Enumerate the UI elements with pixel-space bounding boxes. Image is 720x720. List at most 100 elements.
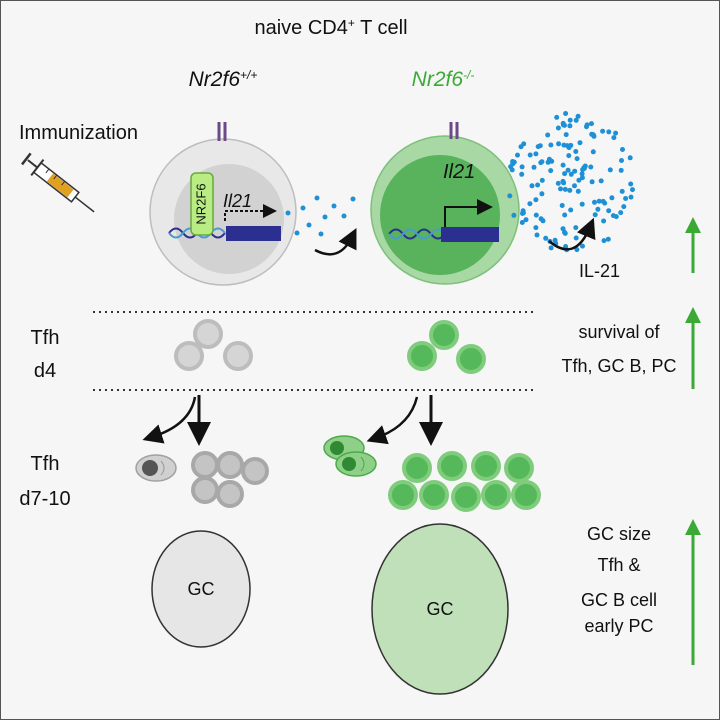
increase-arrow-icon	[685, 519, 701, 665]
il21-dot	[574, 156, 580, 162]
il21-dot	[545, 132, 551, 138]
il21-dot	[534, 232, 540, 238]
il21-dot	[521, 141, 527, 147]
il21-dot	[523, 217, 529, 223]
il21-dot	[618, 210, 624, 216]
il21-dot	[609, 195, 615, 201]
il21-dot	[623, 196, 629, 201]
il21-dot	[589, 230, 595, 236]
il21-dot	[588, 164, 594, 170]
ko-germinal-center: GC	[371, 523, 509, 695]
ko-pc-arrow	[366, 396, 419, 445]
il21-dot	[580, 243, 585, 249]
il21-dot	[592, 199, 597, 205]
syringe-icon	[21, 152, 95, 213]
il21-dot	[592, 212, 598, 218]
ko-transcription-arrow	[444, 199, 493, 227]
il21-dot	[531, 164, 537, 170]
il21-dot	[576, 177, 582, 183]
il21-dot	[611, 135, 617, 141]
il21-dot	[591, 133, 597, 139]
il21-dot	[529, 183, 535, 189]
il21-dot	[577, 140, 583, 146]
il21-dot	[619, 188, 625, 194]
il21-dot	[520, 208, 526, 214]
wt-germinal-center: GC	[151, 530, 251, 648]
cytokine-label: IL-21	[579, 261, 620, 281]
wt-transcription-arrow	[224, 204, 277, 221]
il21-dot	[568, 171, 574, 177]
il21-dot	[548, 245, 554, 251]
il21-dot	[527, 201, 533, 207]
il21-dot	[539, 177, 545, 183]
il21-dot	[535, 144, 541, 150]
wt-il21-gene-bar	[226, 226, 281, 241]
il21-dot	[566, 145, 572, 151]
il21-dot	[573, 117, 579, 123]
il21-dot	[598, 178, 604, 184]
il21-dot	[560, 122, 566, 128]
il21-dot	[628, 194, 634, 200]
il21-dot	[605, 236, 611, 242]
il21-dot	[562, 171, 568, 177]
il21-dot	[620, 147, 625, 152]
il21-dot	[628, 181, 634, 187]
genotype-wt-label: Nr2f6+/+	[189, 68, 258, 91]
il21-dot	[579, 201, 585, 207]
wt-gene-label: Il21	[223, 191, 252, 211]
genotype-ko-label: Nr2f6-/-	[412, 68, 475, 91]
il21-dot	[573, 235, 579, 241]
svg-text:GC: GC	[188, 579, 215, 599]
il21-dot	[575, 188, 581, 194]
il21-dot	[568, 207, 574, 213]
wt-il21-dots	[285, 195, 356, 237]
il21-dot	[533, 151, 539, 157]
il21-dot	[589, 121, 594, 127]
il21-dot	[575, 113, 581, 119]
il21-dot	[601, 218, 607, 224]
il21-dot	[519, 164, 525, 170]
il21-dot	[565, 167, 571, 173]
il21-dot	[596, 198, 602, 204]
ko-il21-gene-bar	[441, 227, 499, 242]
ko-autocrine-arrow	[548, 217, 596, 251]
il21-dot	[606, 208, 612, 214]
il21-dot	[539, 159, 545, 165]
il21-dot	[567, 117, 573, 123]
wt-plasma-cell	[135, 454, 177, 482]
wt-tfh-d710-cells	[191, 451, 269, 508]
il21-dot	[507, 193, 513, 199]
il21-dot	[548, 142, 554, 148]
il21-dot	[630, 187, 635, 193]
il21-dot	[558, 186, 563, 192]
il21-dot	[573, 225, 579, 231]
il21-dot	[579, 175, 585, 181]
svg-text:NR2F6: NR2F6	[193, 183, 208, 224]
il21-dot	[539, 191, 545, 197]
il21-dot	[519, 220, 525, 225]
il21-dot	[582, 163, 588, 169]
il21-dot	[584, 124, 589, 130]
ko-il21-dots	[507, 111, 635, 253]
il21-dot	[607, 167, 613, 173]
tcr-receptor-icon	[449, 122, 459, 139]
immunization-label: Immunization	[19, 122, 138, 144]
ko-gene-label: Il21	[443, 161, 475, 183]
il21-dot	[613, 130, 619, 136]
il21-dot	[554, 114, 560, 120]
il21-dot	[621, 204, 627, 210]
il21-dot	[601, 238, 607, 244]
il21-dot	[510, 159, 516, 164]
ko-naive-cell	[370, 122, 520, 285]
il21-dot	[533, 225, 539, 231]
il21-dot	[527, 152, 533, 158]
il21-dot	[589, 179, 595, 185]
il21-dot	[595, 206, 601, 212]
il21-dot	[535, 182, 541, 188]
ko-dna-helix	[388, 228, 446, 240]
il21-dot	[567, 187, 573, 193]
il21-dot	[543, 235, 549, 241]
